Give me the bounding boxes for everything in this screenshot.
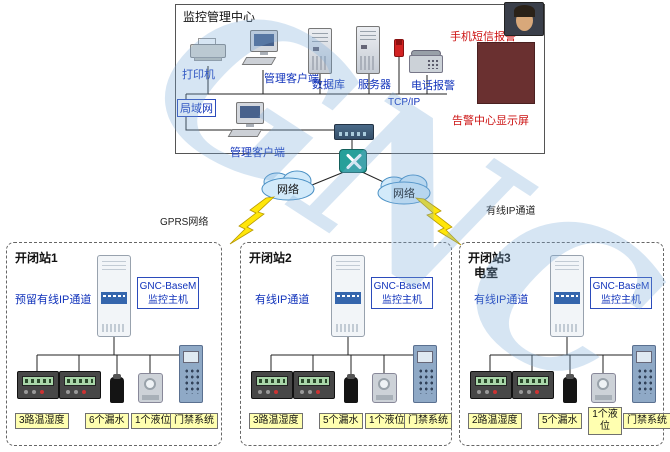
- leak-controller-icon: [59, 371, 101, 399]
- access-panel-icon: [179, 345, 203, 403]
- station-title: 开闭站3: [468, 251, 511, 265]
- lightning-bolt-right: [414, 197, 462, 246]
- phone-alarm-label: 电话报警: [411, 80, 455, 92]
- database-tower-icon: [308, 28, 332, 74]
- level-sensor-icon: [138, 373, 163, 403]
- printer-label: 打印机: [182, 69, 215, 81]
- client-computer-icon: [241, 30, 286, 70]
- tcpip-label: TCP/IP: [388, 97, 421, 108]
- sensor-label-temp: 3路温湿度: [15, 413, 69, 429]
- printer-icon: [190, 38, 226, 62]
- monitor-wall-icon: [477, 42, 535, 104]
- channel-label: 预留有线IP通道: [15, 294, 92, 306]
- station-wires: [270, 337, 417, 377]
- sensor-label-level: 1个液位: [588, 407, 622, 435]
- leak-sensor-icon: [110, 374, 124, 403]
- client1-label: 管理客户端: [264, 73, 319, 85]
- station-wires: [36, 337, 183, 377]
- leak-controller-icon: [293, 371, 335, 399]
- temp-humidity-meter-icon: [251, 371, 293, 399]
- database-label: 数据库: [312, 79, 345, 91]
- host-device-icon: [550, 255, 584, 337]
- server-label: 服务器: [358, 79, 391, 91]
- station-title: 开闭站1: [15, 251, 58, 265]
- host-name: GNC-BaseM: [139, 281, 197, 292]
- access-panel-icon: [413, 345, 437, 403]
- server-tower-icon: [356, 26, 380, 74]
- lan-label: 局域网: [177, 99, 216, 117]
- station-wires: [489, 337, 636, 377]
- center-title: 监控管理中心: [183, 10, 256, 24]
- sensor-label-access: 门禁系统: [404, 413, 452, 429]
- host-role: 监控主机: [382, 295, 422, 306]
- host-device-icon: [97, 255, 131, 337]
- host-name: GNC-BaseM: [592, 281, 650, 292]
- telephone-icon: [409, 50, 445, 76]
- lightning-bolt-left: [229, 196, 276, 245]
- person-photo-icon: [504, 2, 544, 36]
- sensor-label-temp: 3路温湿度: [249, 413, 303, 429]
- temp-humidity-meter-icon: [470, 371, 512, 399]
- host-label-box: GNC-BaseM 监控主机: [371, 277, 433, 309]
- sensor-label-leak: 5个漏水: [538, 413, 582, 429]
- sensor-label-temp: 2路温湿度: [468, 413, 522, 429]
- station-box-1: 开闭站1 预留有线IP通道 GNC-BaseM 监控主机 3路温湿度 6个漏水 …: [6, 242, 222, 446]
- sensor-label-leak: 5个漏水: [319, 413, 363, 429]
- cloud-right-label: 网络: [393, 188, 415, 200]
- display-wall-label: 告警中心显示屏: [452, 115, 529, 127]
- sensor-label-access: 门禁系统: [170, 413, 218, 429]
- station-title: 开闭站2: [249, 251, 292, 265]
- host-role: 监控主机: [601, 295, 641, 306]
- temp-humidity-meter-icon: [17, 371, 59, 399]
- access-panel-icon: [632, 345, 656, 403]
- host-name: GNC-BaseM: [373, 281, 431, 292]
- level-sensor-icon: [591, 373, 616, 403]
- wired-channel-label: 有线IP通道: [486, 206, 536, 217]
- level-sensor-icon: [372, 373, 397, 403]
- client2-label: 管理客户端: [230, 147, 285, 159]
- alarm-beacon-icon: [394, 39, 404, 57]
- sms-alarm-label: 手机短信报警: [450, 31, 516, 43]
- channel-label: 有线IP通道: [474, 294, 529, 306]
- host-label-box: GNC-BaseM 监控主机: [590, 277, 652, 309]
- cloud-left-label: 网络: [277, 184, 299, 196]
- router-icon: [339, 149, 367, 173]
- sensor-label-leak: 6个漏水: [85, 413, 129, 429]
- host-label-box: GNC-BaseM 监控主机: [137, 277, 199, 309]
- station-box-2: 开闭站2 有线IP通道 GNC-BaseM 监控主机 3路温湿度 5个漏水 1个…: [240, 242, 452, 446]
- network-cloud-left: [261, 170, 315, 201]
- gprs-label: GPRS网络: [160, 217, 209, 228]
- station-subtitle: 电室: [474, 266, 499, 280]
- leak-sensor-icon: [344, 374, 358, 403]
- host-role: 监控主机: [148, 295, 188, 306]
- client2-computer-icon: [227, 102, 272, 142]
- channel-label: 有线IP通道: [255, 294, 310, 306]
- leak-controller-icon: [512, 371, 554, 399]
- station-box-3: 开闭站3 电室 有线IP通道 GNC-BaseM 监控主机 2路温湿度 5个漏水…: [459, 242, 670, 446]
- host-device-icon: [331, 255, 365, 337]
- sensor-label-access: 门禁系统: [623, 413, 670, 429]
- leak-sensor-icon: [563, 374, 577, 403]
- network-switch-icon: [334, 124, 374, 140]
